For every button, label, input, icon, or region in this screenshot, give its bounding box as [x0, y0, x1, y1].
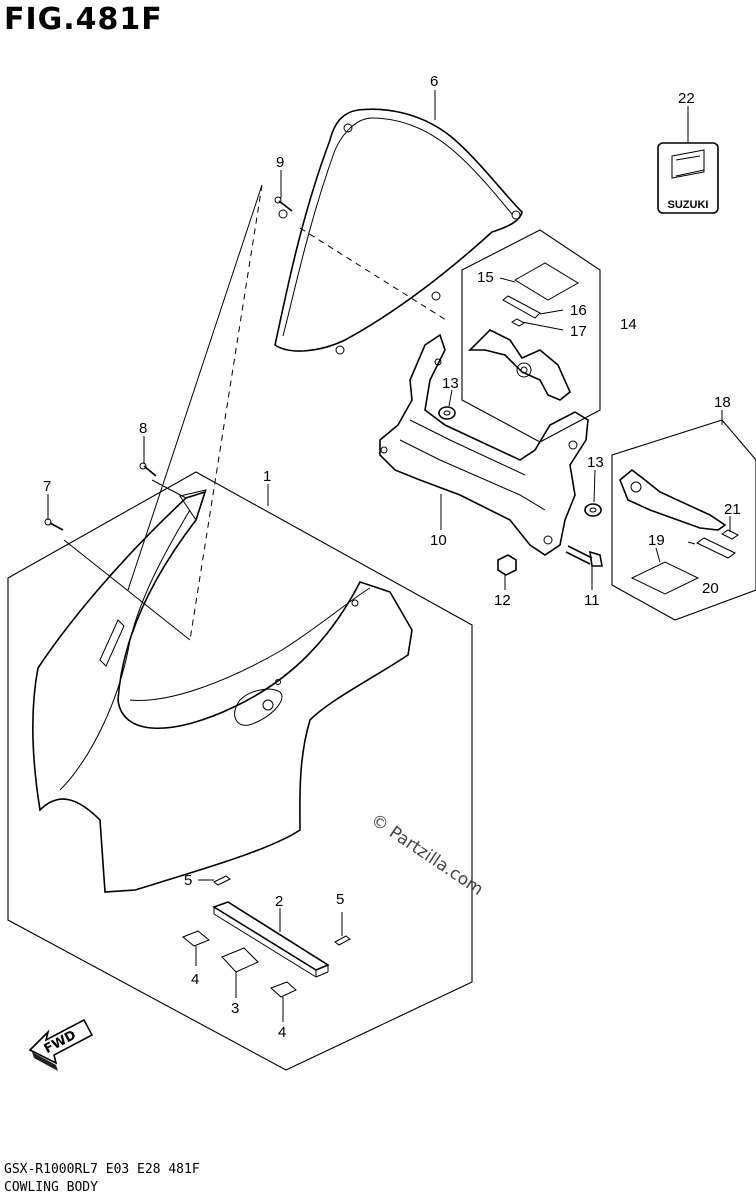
emblem-text: SUZUKI: [668, 199, 709, 211]
callout-4-left: 4: [191, 971, 199, 988]
callout-8: 8: [139, 420, 147, 437]
part-4-pad-right: [270, 981, 297, 998]
callout-12: 12: [494, 592, 511, 609]
kit-box-18: [611, 419, 756, 621]
callout-6: 6: [430, 73, 438, 90]
leader-lines: [47, 90, 731, 1022]
callout-2: 2: [275, 893, 283, 910]
callout-9: 9: [276, 154, 284, 171]
grommet-13-lower: [584, 503, 602, 517]
bracket-assembly-14: [468, 329, 571, 401]
part-17-clip: [511, 318, 525, 327]
bracket-18: [619, 468, 727, 531]
part-3-pad: [221, 947, 259, 973]
screw-9: [274, 196, 293, 212]
callout-13-upper: 13: [442, 375, 459, 392]
callout-20: 20: [702, 580, 719, 597]
callout-10: 10: [430, 532, 447, 549]
callout-16: 16: [570, 302, 587, 319]
callout-1: 1: [263, 468, 271, 485]
fwd-arrow: FWD: [28, 1018, 94, 1071]
suzuki-emblem: SUZUKI: [657, 142, 719, 214]
callout-3: 3: [231, 1000, 239, 1017]
cowling-body: [32, 489, 413, 893]
windscreen: [274, 108, 523, 355]
bolt-11: [565, 545, 603, 567]
nut-12: [497, 554, 517, 576]
screw-8: [139, 462, 157, 477]
callout-7: 7: [43, 478, 51, 495]
callout-5-upper: 5: [184, 872, 192, 889]
callout-17: 17: [570, 323, 587, 340]
footer-model-code: GSX-R1000RL7 E03 E28 481F: [4, 1162, 200, 1177]
part-20-strip: [696, 537, 736, 559]
footer-section-name: COWLING BODY: [4, 1180, 98, 1195]
callout-labels: 6 22 9 15 16 17 14 13 18 8 13 1 7 21 10 …: [43, 73, 741, 1041]
part-5-strip-upper: [213, 875, 231, 886]
kit-box-14: [461, 229, 601, 443]
callout-14: 14: [620, 316, 637, 333]
mount-frame-10: [379, 333, 589, 556]
guide-lines: [63, 184, 447, 641]
callout-5-lower: 5: [336, 891, 344, 908]
callout-21: 21: [724, 501, 741, 518]
callout-18: 18: [714, 394, 731, 411]
callout-4-right: 4: [278, 1024, 286, 1041]
part-19-pad: [630, 561, 700, 595]
callout-19: 19: [648, 532, 665, 549]
part-2-strip: [212, 901, 330, 978]
figure-title: FIG.481F: [4, 2, 163, 37]
part-21-clip: [721, 529, 739, 540]
grommet-13-upper: [438, 406, 456, 420]
callout-11: 11: [584, 592, 600, 609]
callout-15: 15: [477, 269, 494, 286]
callout-22: 22: [678, 90, 695, 107]
screw-7: [44, 518, 64, 531]
part-5-strip-lower: [334, 935, 351, 946]
part-4-pad-left: [182, 930, 210, 947]
cowling-group-box: [7, 471, 473, 1071]
callout-13-lower: 13: [587, 454, 604, 471]
part-15-pad: [514, 262, 579, 301]
part-16-strip: [502, 295, 541, 319]
